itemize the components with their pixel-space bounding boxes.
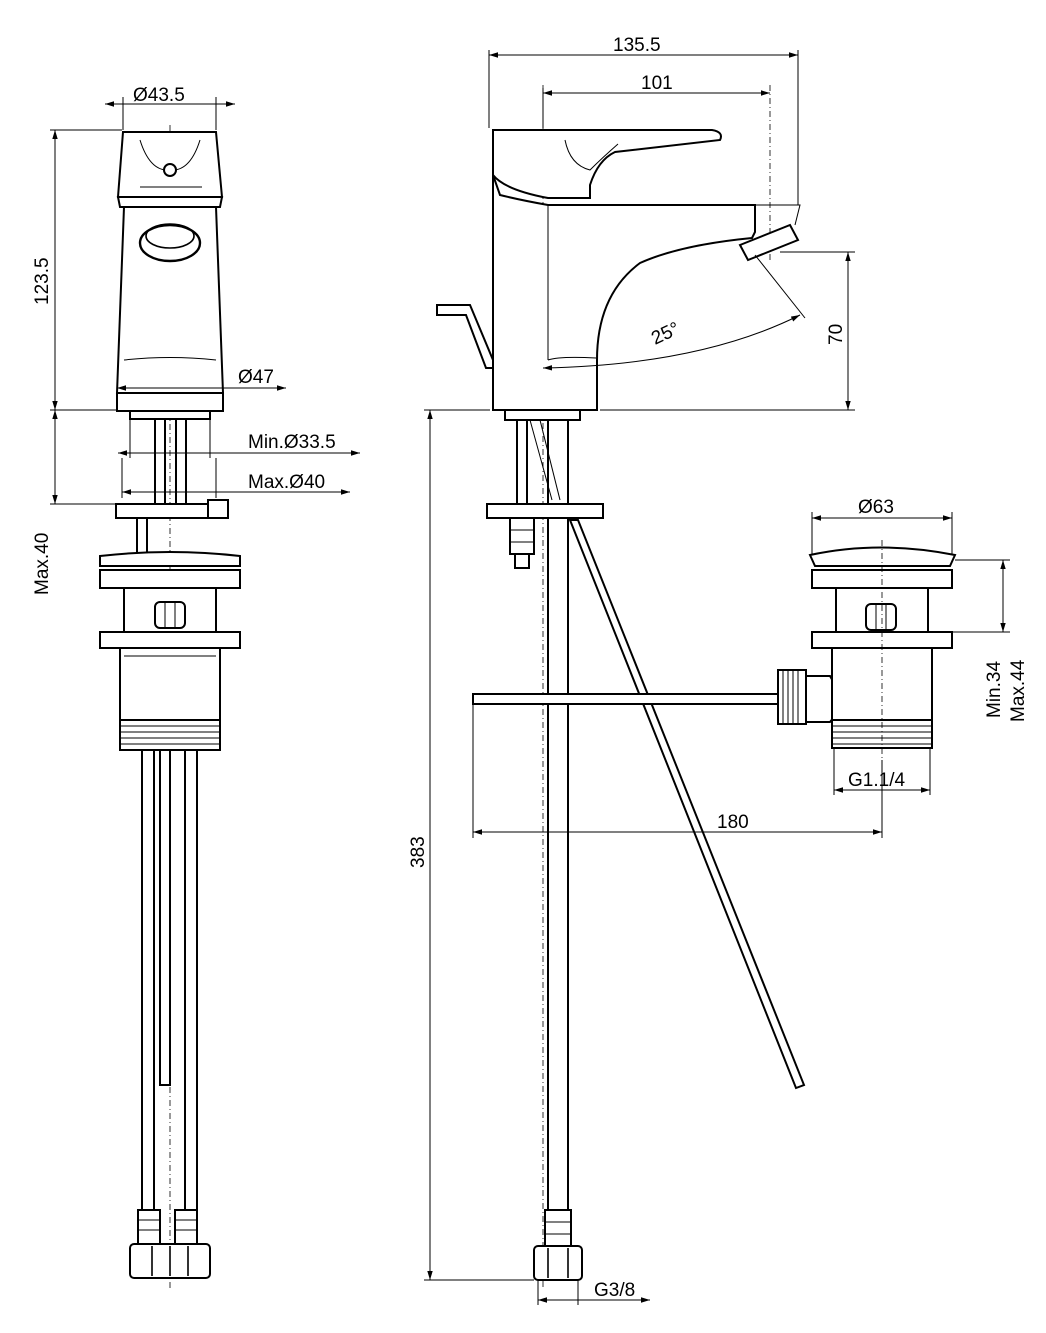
- dim-waste-min: Min.34: [984, 661, 1005, 718]
- dim-hole-max: Max.Ø40: [248, 472, 325, 493]
- front-body: [115, 206, 225, 394]
- dim-waste-thread: G1.1/4: [848, 770, 905, 791]
- dim-spout-reach: 101: [641, 73, 673, 94]
- dim-spout-angle: 25°: [648, 318, 683, 349]
- dim-total-length: 135.5: [613, 35, 661, 56]
- dim-hose-thread: G3/8: [594, 1280, 635, 1301]
- side-handle-lever: [492, 129, 722, 199]
- dim-waste-max: Max.44: [1008, 659, 1029, 722]
- dim-front-top-diameter: Ø43.5: [133, 85, 185, 106]
- dim-waste-diameter: Ø63: [858, 497, 894, 518]
- side-body: [492, 174, 756, 411]
- side-view: 135.5 101 25° 70 383 G3/8 180 Ø63: [408, 35, 1029, 1305]
- dim-front-height: 123.5: [32, 257, 53, 305]
- dim-hole-min: Min.Ø33.5: [248, 432, 336, 453]
- dim-hose-length: 383: [408, 836, 429, 868]
- dim-front-body-diameter: Ø47: [238, 367, 274, 388]
- dim-deck-max: Max.40: [32, 533, 53, 595]
- front-view: Ø43.5 123.5 Ø47 Min.Ø33.5 Max.Ø40 Max.40: [32, 85, 360, 1290]
- dim-spout-height: 70: [826, 324, 847, 345]
- dim-rod-length: 180: [717, 812, 749, 833]
